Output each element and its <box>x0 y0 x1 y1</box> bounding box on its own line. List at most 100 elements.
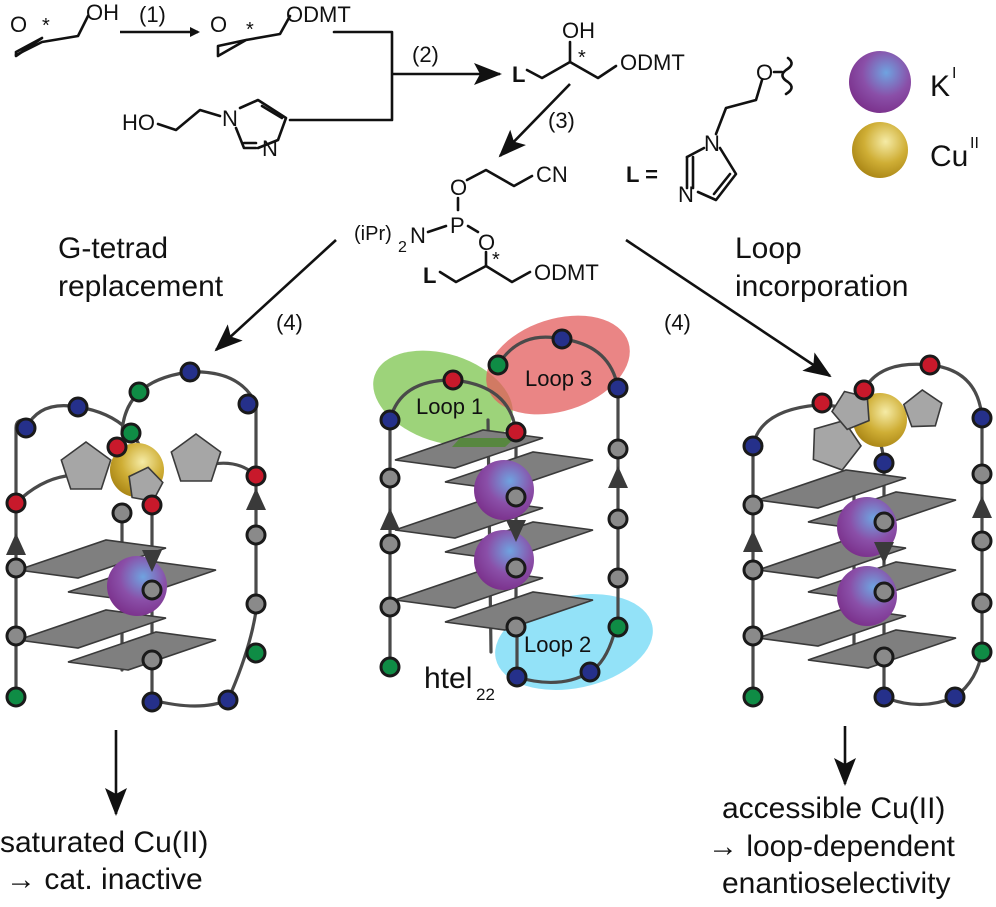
legend: K I Cu II <box>849 51 979 178</box>
nucleotide <box>217 689 239 711</box>
phosphoramidite: O CN P (iPr) 2 N O L * ODMT <box>354 162 599 288</box>
nucleotide <box>607 567 629 589</box>
nucleotide <box>245 465 267 487</box>
backbone-strand <box>14 418 26 695</box>
right-title-line1: Loop <box>735 232 802 265</box>
nucleotide <box>742 686 764 708</box>
backbone-strand <box>496 335 620 685</box>
nucleotide <box>111 502 133 524</box>
odmt-label: ODMT <box>620 50 685 75</box>
strand-direction-up-icon <box>380 508 400 530</box>
nucleotide <box>179 361 201 383</box>
nucleotide <box>120 422 142 444</box>
imidazole-ligand-icon <box>831 390 870 431</box>
ipr-subscript: 2 <box>398 239 407 256</box>
oxygen-label: O <box>210 12 227 37</box>
ligand-definition: L = N N O <box>626 56 793 207</box>
legend-item-potassium: K I <box>849 51 956 113</box>
gquadruplex-loop-incorporation <box>742 354 993 708</box>
step4-right-label: (4) <box>664 310 691 335</box>
nucleotide <box>873 646 895 668</box>
nucleotide <box>873 686 895 708</box>
o-bottom-label: O <box>478 230 495 255</box>
left-outcome-line1: saturated Cu(II) <box>0 826 208 859</box>
strand-direction-up-icon <box>743 530 763 552</box>
imidazole-ligand-icon <box>170 433 222 482</box>
legend-item-copper: Cu II <box>852 122 979 178</box>
nucleotide <box>5 625 27 647</box>
nucleotide <box>128 381 150 403</box>
nucleotide <box>245 642 267 664</box>
g-tetrad-plate <box>444 591 594 631</box>
imid-n1-label: N <box>704 131 720 156</box>
dmt-glycidol: O * ODMT <box>210 2 351 58</box>
imidazole-ligand-icon <box>128 466 164 503</box>
nucleotide <box>442 369 464 391</box>
modified-tetrad-plate <box>452 438 515 447</box>
odmt-label: ODMT <box>534 260 599 285</box>
n3-label: N <box>262 136 278 161</box>
step3-label: (3) <box>548 108 575 133</box>
stereocenter-label: * <box>42 15 50 37</box>
nucleotide <box>505 557 527 579</box>
loop1-label: Loop 1 <box>416 394 483 419</box>
nucleotide <box>15 417 37 439</box>
step4-left-label: (4) <box>276 310 303 335</box>
imidazole-ligand-icon <box>902 389 943 428</box>
oh-label: OH <box>562 18 595 43</box>
strand-direction-up-icon <box>6 533 26 555</box>
nucleotide <box>607 377 629 399</box>
nucleotide <box>742 435 764 457</box>
nucleotide <box>742 625 764 647</box>
left-title-line1: G-tetrad <box>58 232 168 265</box>
stereocenter-label: * <box>246 19 254 41</box>
g-tetrad-plate <box>17 539 167 579</box>
nucleotide <box>873 452 895 474</box>
nucleotide <box>245 593 267 615</box>
nucleotide <box>505 486 527 508</box>
nucleotide <box>379 596 401 618</box>
nucleotide <box>607 616 629 638</box>
right-outcome-line2: → loop-dependent <box>708 830 956 863</box>
nucleotide <box>379 409 401 431</box>
n1-label: N <box>222 106 238 131</box>
nucleotide <box>141 579 163 601</box>
nucleotide <box>379 656 401 678</box>
left-title-line2: replacement <box>58 270 224 303</box>
strand-direction-down-icon <box>506 520 526 542</box>
right-outcome-line3: enantioselectivity <box>722 867 950 900</box>
right-outcome-line1: accessible Cu(II) <box>722 792 945 825</box>
nucleotide <box>811 392 833 414</box>
nucleotide <box>971 641 993 663</box>
strand-direction-up-icon <box>608 466 628 488</box>
htel22-label: htel <box>424 662 472 695</box>
nucleotide <box>505 616 527 638</box>
ho-label: HO <box>122 110 155 135</box>
g-tetrad-plate <box>17 609 167 649</box>
nucleotide <box>379 533 401 555</box>
nucleotide <box>506 666 528 688</box>
stereocenter-label: * <box>578 47 586 69</box>
nucleotide <box>742 494 764 516</box>
imidazole-ligand-icon <box>60 441 112 490</box>
nucleotide <box>944 686 966 708</box>
ligand-L-label: L <box>512 62 525 87</box>
legend-label: Cu <box>930 140 968 173</box>
nucleotide <box>873 511 895 533</box>
nucleotide <box>5 557 27 579</box>
amine-n-label: N <box>410 223 426 248</box>
linker-o-label: O <box>756 60 773 85</box>
nucleotide <box>487 354 509 376</box>
step4-left-arrow <box>214 239 337 352</box>
nucleotide <box>141 494 163 516</box>
nucleotide <box>141 691 163 713</box>
step1-arrow: (1) <box>120 2 200 37</box>
nucleotide <box>106 436 128 458</box>
L-equals-label: L = <box>626 162 658 187</box>
nucleotide <box>5 492 27 514</box>
gquadruplex-tetrad-replacement <box>5 361 267 713</box>
stereocenter-label: * <box>492 249 500 271</box>
oxygen-label: O <box>10 12 27 37</box>
